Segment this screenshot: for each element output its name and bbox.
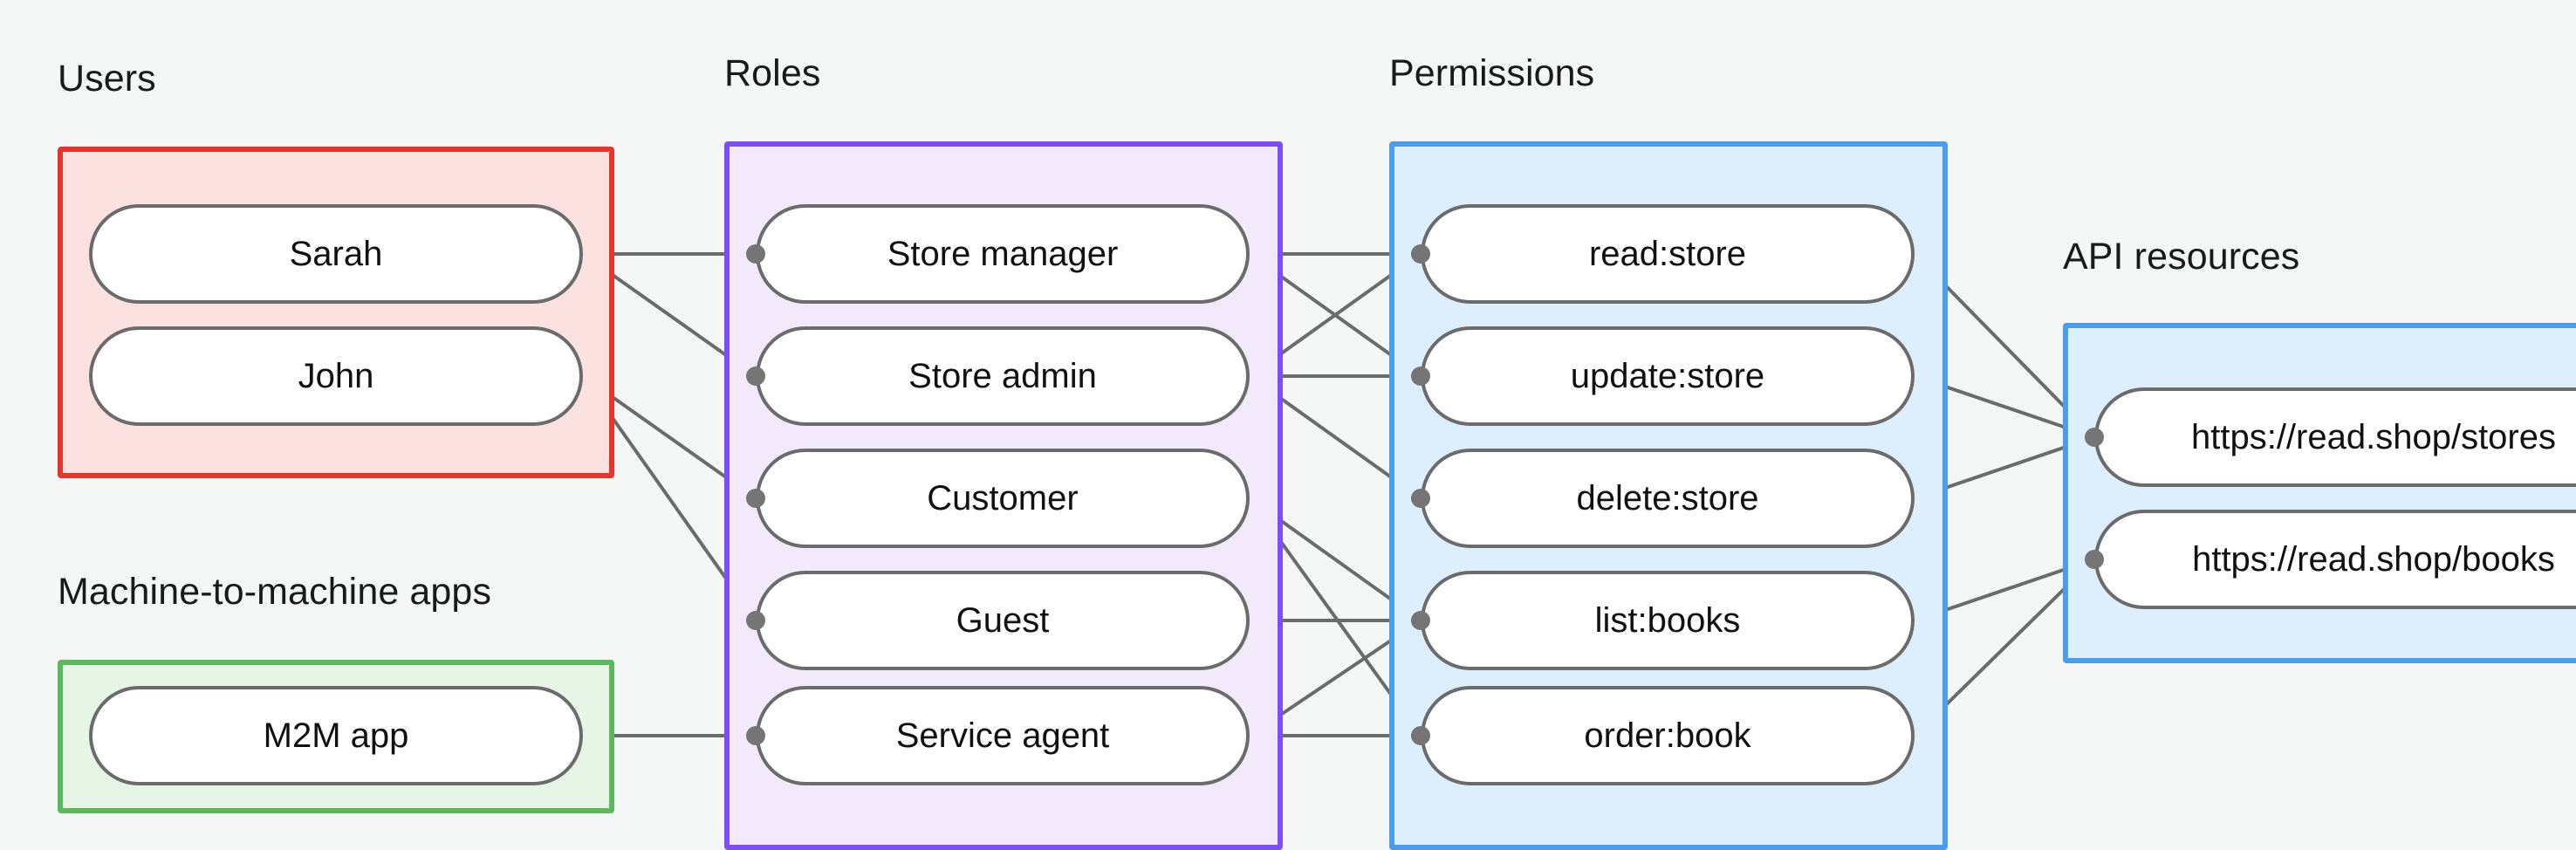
node-roles-2[interactable]: Customer bbox=[756, 449, 1250, 548]
node-roles-4[interactable]: Service agent bbox=[756, 686, 1250, 785]
group-title-roles: Roles bbox=[724, 52, 821, 94]
group-title-permissions: Permissions bbox=[1389, 52, 1595, 94]
connection-port-6 bbox=[1411, 367, 1430, 386]
connection-port-3 bbox=[746, 611, 765, 630]
node-roles-0[interactable]: Store manager bbox=[756, 204, 1250, 304]
node-m2m-0[interactable]: M2M app bbox=[89, 686, 583, 785]
connection-port-5 bbox=[1411, 244, 1430, 264]
group-title-users: Users bbox=[58, 58, 156, 99]
node-api-resources-1[interactable]: https://read.shop/books bbox=[2094, 510, 2576, 609]
node-permissions-2[interactable]: delete:store bbox=[1421, 449, 1915, 548]
connection-port-0 bbox=[746, 244, 765, 264]
connection-port-8 bbox=[1411, 611, 1430, 630]
group-title-m2m: Machine-to-machine apps bbox=[58, 571, 492, 613]
node-permissions-0[interactable]: read:store bbox=[1421, 204, 1915, 304]
node-api-resources-0[interactable]: https://read.shop/stores bbox=[2094, 387, 2576, 487]
connection-port-2 bbox=[746, 489, 765, 508]
connection-port-10 bbox=[2085, 428, 2104, 447]
node-users-0[interactable]: Sarah bbox=[89, 204, 583, 304]
connection-port-9 bbox=[1411, 726, 1430, 745]
node-roles-1[interactable]: Store admin bbox=[756, 326, 1250, 426]
node-roles-3[interactable]: Guest bbox=[756, 571, 1250, 670]
group-title-api-resources: API resources bbox=[2063, 236, 2300, 278]
connection-port-1 bbox=[746, 367, 765, 386]
node-permissions-3[interactable]: list:books bbox=[1421, 571, 1915, 670]
group-box-api-resources bbox=[2063, 323, 2576, 663]
group-box-users bbox=[58, 147, 614, 478]
node-users-1[interactable]: John bbox=[89, 326, 583, 426]
connection-port-7 bbox=[1411, 489, 1430, 508]
connection-port-4 bbox=[746, 726, 765, 745]
node-permissions-1[interactable]: update:store bbox=[1421, 326, 1915, 426]
connection-port-11 bbox=[2085, 550, 2104, 569]
node-permissions-4[interactable]: order:book bbox=[1421, 686, 1915, 785]
